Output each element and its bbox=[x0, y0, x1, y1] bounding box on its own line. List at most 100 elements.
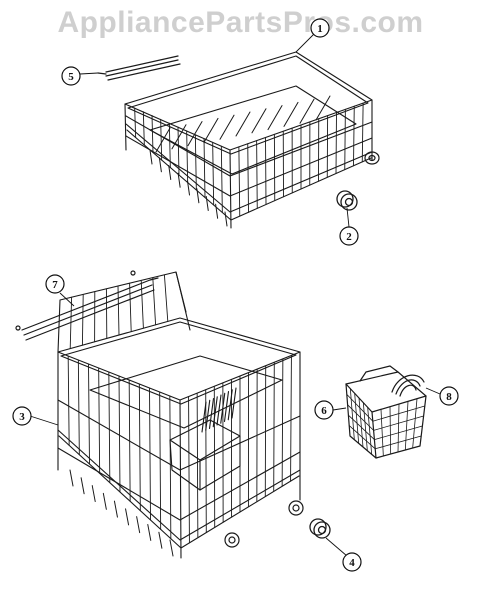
rack-wire bbox=[281, 358, 284, 487]
lower-rack-tine-row bbox=[15, 270, 159, 341]
rack-wire bbox=[67, 355, 70, 446]
rack-wire bbox=[80, 477, 85, 495]
basket-handle bbox=[391, 374, 425, 397]
rack-wire bbox=[187, 180, 190, 196]
rack-wire bbox=[108, 371, 111, 484]
rack-wire bbox=[215, 203, 219, 219]
rack-wire bbox=[344, 108, 346, 171]
rack-wire bbox=[335, 112, 337, 174]
rack-roller bbox=[336, 190, 358, 211]
rack-wire bbox=[163, 274, 169, 322]
rack-wire bbox=[223, 390, 230, 423]
rack-wire bbox=[205, 196, 209, 211]
rack-wire bbox=[149, 149, 153, 165]
rack-wire bbox=[353, 105, 355, 167]
rack-wire bbox=[347, 414, 375, 441]
rack-wire bbox=[227, 389, 233, 421]
rack-wire bbox=[404, 400, 409, 451]
rack-wire bbox=[102, 492, 107, 510]
rack-wire bbox=[142, 111, 145, 146]
rack-wire bbox=[187, 121, 203, 147]
rack-wire bbox=[362, 402, 368, 452]
rack-wire bbox=[155, 127, 171, 153]
rack-wire bbox=[220, 145, 223, 213]
rack-wire bbox=[158, 531, 163, 549]
rack-wire bbox=[81, 293, 84, 346]
rack-wire bbox=[69, 469, 74, 487]
callout-5-label: 5 bbox=[68, 71, 74, 83]
rack-wire bbox=[160, 118, 163, 161]
rack-wire bbox=[169, 395, 172, 540]
rack-wire bbox=[231, 387, 237, 419]
callouts: 1 2 3 4 5 6 7 bbox=[12, 18, 459, 572]
callout-1-label: 1 bbox=[317, 23, 323, 35]
rack-wire bbox=[177, 172, 181, 188]
rack-wire bbox=[367, 406, 373, 455]
rack-wire bbox=[205, 399, 211, 431]
rack-wire bbox=[196, 392, 199, 539]
rack-wire bbox=[208, 397, 215, 430]
rack-wire bbox=[136, 516, 141, 534]
rack-wire bbox=[129, 282, 132, 333]
upper-rack-tine-row bbox=[97, 55, 181, 81]
rack-wire bbox=[171, 124, 187, 150]
rack-wire bbox=[169, 539, 174, 557]
callout-2 bbox=[339, 226, 359, 246]
rack-wire bbox=[224, 211, 228, 227]
callout-6-label: 6 bbox=[321, 405, 327, 417]
callout-3-label: 3 bbox=[19, 411, 25, 423]
rack-wire bbox=[315, 95, 331, 121]
rack-wire bbox=[117, 285, 120, 336]
upper-dish-rack bbox=[124, 51, 373, 229]
callout-7-label: 7 bbox=[52, 279, 58, 291]
callout-5 bbox=[61, 66, 81, 86]
silverware-basket bbox=[345, 365, 427, 459]
upper-rack-roller-mounted bbox=[364, 151, 380, 165]
rack-wire bbox=[194, 134, 197, 191]
callout-1 bbox=[310, 18, 330, 38]
rack-wire bbox=[205, 389, 207, 534]
rack-wire bbox=[256, 140, 258, 209]
rack-wire bbox=[299, 98, 315, 124]
rack-wire bbox=[125, 508, 130, 526]
rack-wire bbox=[152, 277, 157, 326]
rack-wire bbox=[159, 391, 162, 530]
rack-wire bbox=[247, 143, 249, 213]
rack-wire bbox=[220, 392, 226, 424]
rack-wire bbox=[251, 108, 267, 134]
rack-wire bbox=[373, 425, 423, 441]
rack-wire bbox=[201, 401, 207, 433]
rack-wire bbox=[98, 367, 101, 474]
rack-wire bbox=[188, 396, 190, 544]
rack-wire bbox=[349, 388, 355, 441]
rack-wire bbox=[168, 165, 172, 180]
rack-wire bbox=[238, 146, 241, 217]
rack-wire bbox=[273, 361, 275, 492]
callout-8 bbox=[439, 386, 459, 406]
rack-wire bbox=[389, 406, 392, 455]
rack-wire bbox=[151, 115, 154, 153]
rack-wire bbox=[235, 111, 251, 137]
rack-wire bbox=[348, 425, 376, 450]
rack-wire bbox=[358, 397, 364, 448]
lower-rack-roller bbox=[309, 518, 331, 539]
callout-4-label: 4 bbox=[349, 557, 355, 569]
rack-wire bbox=[118, 375, 121, 493]
rack-wire bbox=[140, 279, 144, 329]
rack-wire bbox=[203, 117, 219, 143]
rack-wire bbox=[196, 188, 200, 204]
rack-wire bbox=[380, 408, 384, 457]
rack-wire bbox=[346, 393, 374, 422]
rack-wire bbox=[186, 130, 189, 183]
rack-wire bbox=[113, 500, 118, 518]
rack-wire bbox=[134, 107, 137, 138]
rack-wire bbox=[88, 363, 90, 465]
rack-wire bbox=[158, 157, 162, 173]
rack-wire bbox=[412, 398, 418, 449]
rack-wire bbox=[216, 394, 222, 426]
rack-wire bbox=[203, 138, 206, 198]
callout-2-label: 2 bbox=[346, 231, 352, 243]
rack-wire bbox=[77, 359, 80, 456]
rack-wire bbox=[267, 105, 283, 131]
